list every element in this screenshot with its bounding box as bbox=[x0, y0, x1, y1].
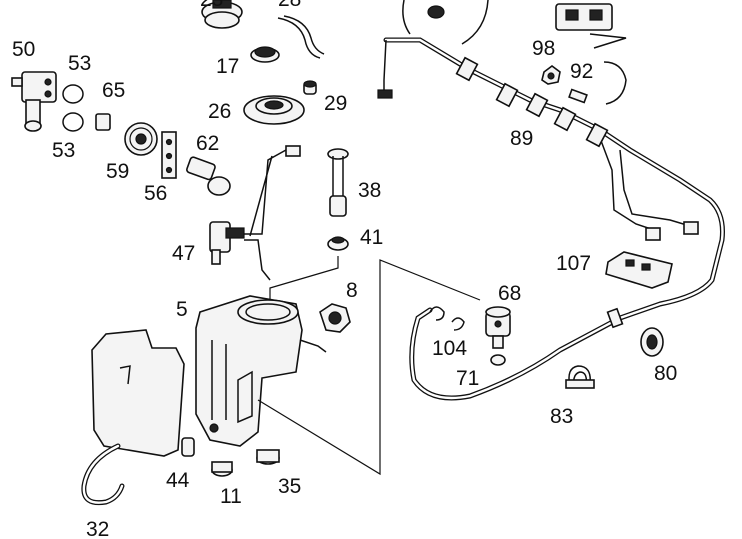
part-top-nut bbox=[427, 5, 445, 19]
label-53b: 53 bbox=[52, 139, 75, 162]
label-41: 41 bbox=[360, 226, 383, 249]
part-8-nut bbox=[319, 303, 351, 333]
part-41-grommet bbox=[327, 236, 349, 251]
part-80-grommet bbox=[640, 327, 664, 357]
part-89-hose-harness bbox=[377, 0, 725, 401]
part-59-gear bbox=[124, 122, 158, 156]
leader-tank-pump bbox=[257, 259, 481, 476]
part-5-tank bbox=[195, 295, 327, 447]
label-65: 65 bbox=[102, 79, 125, 102]
part-50-valve bbox=[11, 71, 57, 132]
part-28-strap bbox=[277, 15, 325, 59]
label-28: 28 bbox=[278, 0, 301, 11]
part-92-connector bbox=[568, 61, 627, 105]
part-107-control-unit bbox=[605, 251, 673, 289]
part-35-cap bbox=[256, 449, 280, 465]
label-83: 83 bbox=[550, 405, 573, 428]
part-44-plug bbox=[181, 437, 195, 457]
part-98-nut bbox=[541, 65, 561, 85]
label-56: 56 bbox=[144, 182, 167, 205]
label-50: 50 bbox=[12, 38, 35, 61]
label-11: 11 bbox=[220, 485, 242, 508]
part-83-clamp bbox=[565, 365, 595, 389]
label-68: 68 bbox=[498, 282, 521, 305]
label-17: 17 bbox=[216, 55, 239, 78]
part-65-clip bbox=[95, 113, 111, 131]
part-connector-block bbox=[555, 3, 627, 49]
label-80: 80 bbox=[654, 362, 677, 385]
part-29-cap bbox=[303, 80, 317, 95]
part-26-flange bbox=[243, 95, 305, 125]
part-104-clips bbox=[429, 306, 465, 331]
label-59: 59 bbox=[106, 160, 129, 183]
label-47: 47 bbox=[172, 242, 195, 265]
label-92: 92 bbox=[570, 60, 593, 83]
label-32: 32 bbox=[86, 518, 109, 539]
callout-labels: 23 28 50 53 65 53 17 26 29 62 59 56 38 4… bbox=[12, 0, 677, 539]
part-62-plug bbox=[186, 156, 231, 196]
label-104: 104 bbox=[432, 337, 467, 360]
label-53a: 53 bbox=[68, 52, 91, 75]
label-23: 23 bbox=[200, 0, 223, 11]
part-56-bracket bbox=[161, 131, 177, 179]
label-29: 29 bbox=[324, 92, 347, 115]
part-47-pump bbox=[209, 145, 301, 281]
tank-front-panel bbox=[91, 329, 185, 457]
label-5: 5 bbox=[176, 298, 188, 321]
label-44: 44 bbox=[166, 469, 190, 492]
label-71: 71 bbox=[456, 367, 479, 390]
part-23-cap bbox=[201, 0, 243, 29]
label-38: 38 bbox=[358, 179, 381, 202]
label-26: 26 bbox=[208, 100, 231, 123]
part-11-cap bbox=[211, 461, 233, 477]
label-8: 8 bbox=[346, 279, 358, 302]
label-107: 107 bbox=[556, 252, 591, 275]
part-38-sender bbox=[327, 148, 349, 217]
part-68-pump bbox=[485, 306, 511, 349]
part-53-ring-upper bbox=[62, 84, 84, 104]
label-89: 89 bbox=[510, 127, 533, 150]
part-53-ring-lower bbox=[62, 112, 84, 132]
part-71-grommet bbox=[490, 354, 506, 366]
label-98: 98 bbox=[532, 37, 555, 60]
label-35: 35 bbox=[278, 475, 301, 498]
part-17-ring-nut bbox=[250, 46, 280, 63]
label-62: 62 bbox=[196, 132, 219, 155]
